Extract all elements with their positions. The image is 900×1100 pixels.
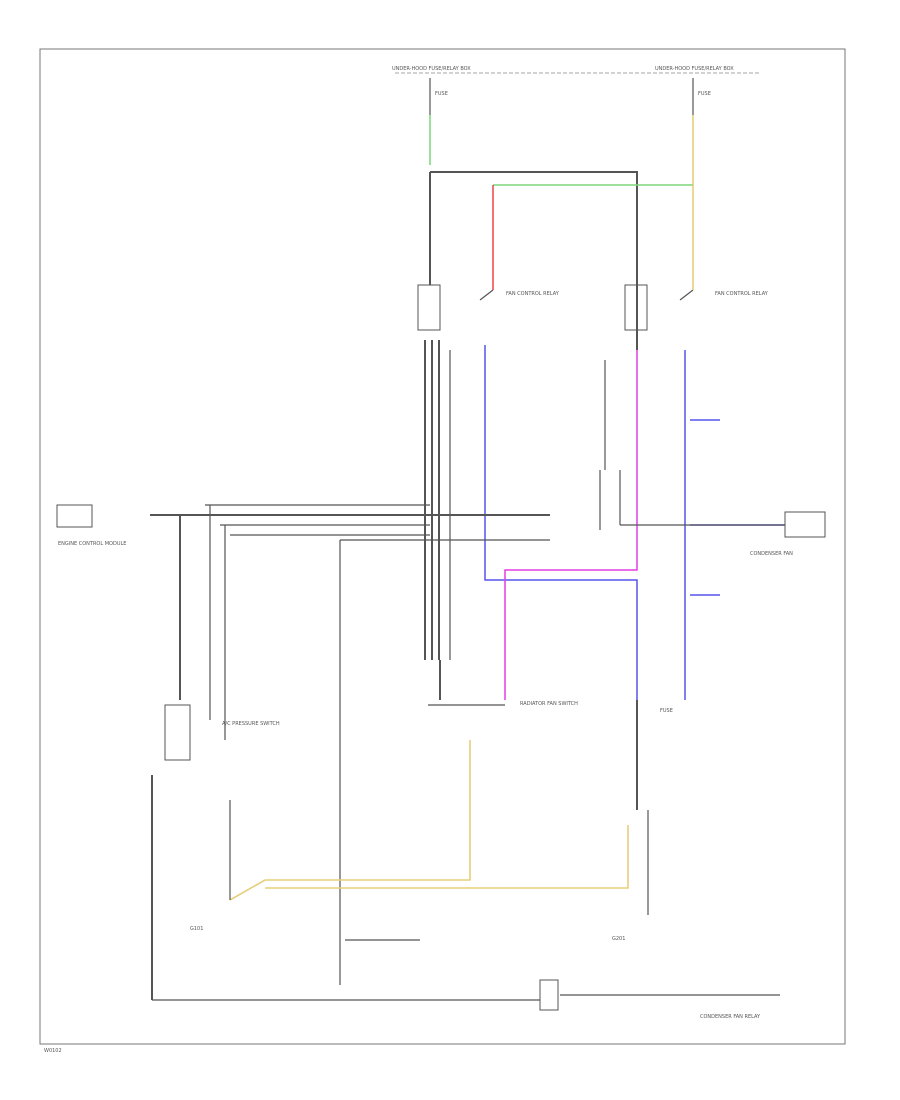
fuse-lower-label: FUSE bbox=[660, 708, 673, 714]
ground-right-label: G201 bbox=[612, 936, 625, 942]
fan-control-relay-left bbox=[417, 284, 441, 331]
ecm-label: ENGINE CONTROL MODULE bbox=[58, 541, 126, 547]
page-id: W0102 bbox=[44, 1048, 62, 1054]
diagram-frame bbox=[39, 48, 846, 1045]
condenser-fan-motor bbox=[784, 511, 826, 538]
blue-left-run bbox=[484, 345, 638, 700]
top-black-loop bbox=[430, 171, 638, 350]
ground-left-label: G101 bbox=[190, 926, 203, 932]
thermo-switch-label: RADIATOR FAN SWITCH bbox=[520, 701, 578, 707]
relay-left-label: FAN CONTROL RELAY bbox=[506, 291, 560, 297]
relay-right-switch bbox=[679, 289, 694, 301]
bottom-note: CONDENSER FAN RELAY bbox=[700, 1014, 761, 1020]
engine-control-module bbox=[56, 504, 93, 528]
yellow-ground-2 bbox=[265, 825, 629, 889]
condenser-fan-label: CONDENSER FAN bbox=[750, 551, 793, 557]
fuse-label-left: FUSE bbox=[435, 91, 448, 97]
relay-left-switch bbox=[479, 289, 494, 301]
relay-right-label: FAN CONTROL RELAY bbox=[715, 291, 769, 297]
bottom-relay bbox=[539, 979, 559, 1011]
yellow-ground-1 bbox=[229, 740, 471, 901]
ac-pressure-switch bbox=[164, 704, 191, 761]
fuse-label-right: FUSE bbox=[698, 91, 711, 97]
fan-control-relay-right bbox=[624, 284, 648, 331]
top-left-label: UNDER-HOOD FUSE/RELAY BOX bbox=[392, 66, 471, 72]
pressure-switch-label: A/C PRESSURE SWITCH bbox=[222, 721, 280, 727]
magenta-run bbox=[504, 350, 638, 700]
top-right-label: UNDER-HOOD FUSE/RELAY BOX bbox=[655, 66, 734, 72]
